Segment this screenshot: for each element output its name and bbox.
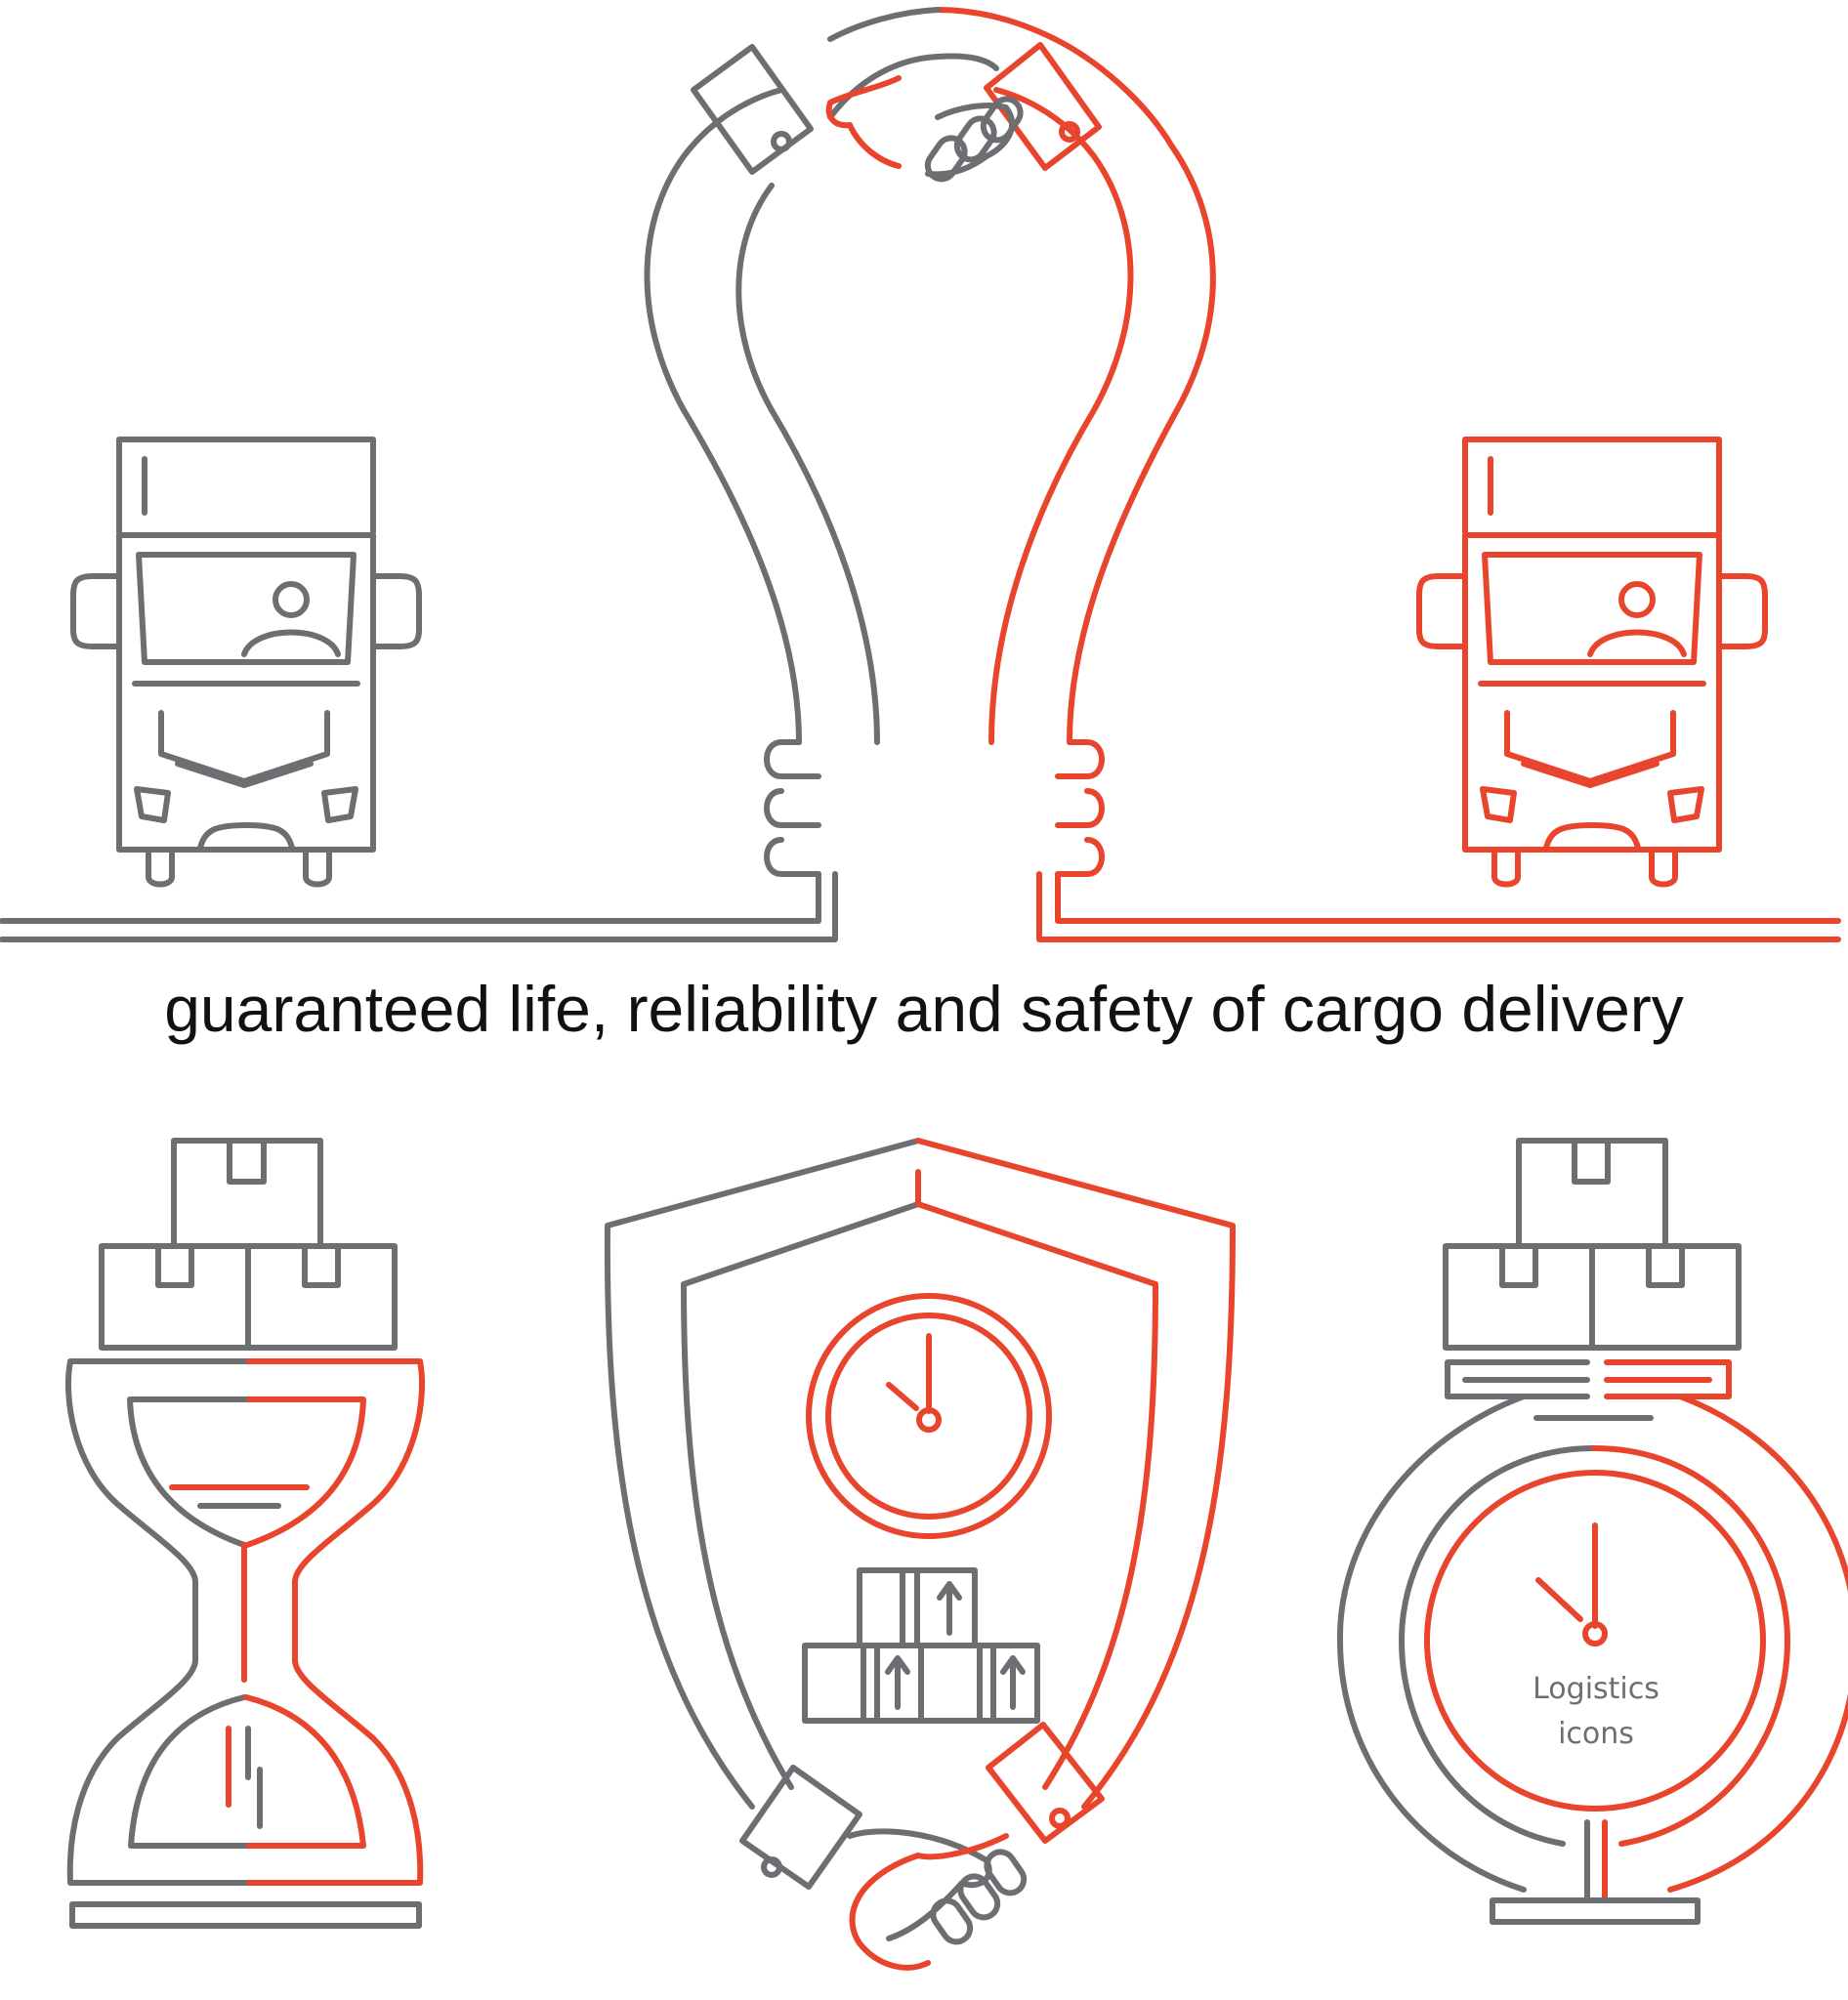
ground-line-right xyxy=(1036,871,1841,942)
truck-icon-red xyxy=(1416,437,1768,888)
badge-line-1: Logistics xyxy=(1533,1672,1659,1706)
handshake-bulb-icon xyxy=(644,7,1216,877)
shield-clock-icon xyxy=(604,1138,1236,1971)
badge-line-2: icons xyxy=(1558,1717,1634,1751)
clock-globe-icon xyxy=(1336,1138,1848,1925)
caption-text: guaranteed life, reliability and safety … xyxy=(164,973,1684,1045)
hourglass-boxes-icon xyxy=(65,1138,425,1929)
truck-icon-gray xyxy=(70,437,422,888)
ground-line-left xyxy=(0,871,838,942)
